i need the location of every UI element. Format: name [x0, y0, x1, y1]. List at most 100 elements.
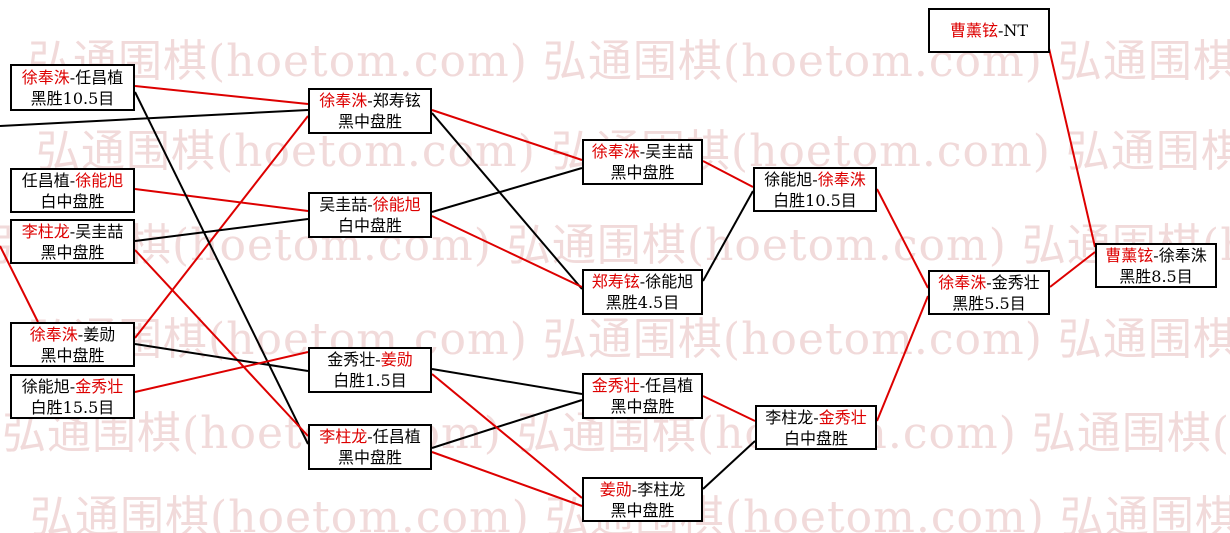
match-box-D1: 徐奉洙-吴圭喆黑中盘胜	[582, 139, 703, 185]
player-name: 徐能旭	[75, 170, 124, 190]
player-name: 李柱龙	[319, 427, 368, 446]
bracket-connector	[134, 249, 309, 437]
bracket-connector	[431, 109, 583, 161]
player-name: 吴圭喆	[645, 142, 694, 161]
bracket-connector	[431, 112, 583, 290]
match-box-C2: 吴圭喆-徐能旭白中盘胜	[308, 192, 432, 238]
match-players: 徐奉洙-姜勋	[30, 324, 115, 345]
player-separator: -	[367, 91, 373, 110]
player-name: 任昌植	[372, 427, 421, 446]
player-separator: -	[77, 324, 84, 344]
match-result: 白胜10.5目	[773, 190, 857, 210]
bracket-connector	[134, 218, 309, 242]
bracket-connector	[134, 343, 309, 372]
player-name: 姜勋	[599, 479, 632, 499]
match-players: 徐能旭-金秀壮	[22, 376, 123, 397]
player-separator: -	[813, 407, 819, 427]
match-result: 黑中盘胜	[610, 500, 675, 520]
match-box-G1: 曹薰铉-NT	[928, 8, 1050, 53]
player-separator: -	[812, 169, 818, 189]
match-box-D2: 郑寿铉-徐能旭黑胜4.5目	[582, 269, 703, 315]
bracket-connector	[702, 190, 754, 282]
match-box-B4: 徐奉洙-姜勋黑中盘胜	[10, 322, 135, 367]
match-players: 徐奉洙-吴圭喆	[592, 141, 693, 162]
bracket-connector	[0, 109, 309, 127]
match-box-B1: 徐奉洙-任昌植黑胜10.5目	[10, 64, 135, 111]
player-name: 徐能旭	[645, 272, 694, 291]
player-separator: -	[375, 350, 381, 369]
match-result: 黑中盘胜	[610, 397, 675, 416]
player-name: 曹薰铉	[1105, 245, 1154, 265]
match-players: 金秀壮-任昌植	[592, 375, 693, 396]
bracket-connector	[702, 440, 756, 490]
player-name: 金秀壮	[818, 407, 867, 427]
match-result: 黑中盘胜	[40, 345, 105, 365]
player-separator: -	[639, 142, 646, 161]
player-name: 金秀壮	[327, 350, 376, 369]
match-box-H1: 曹薰铉-徐奉洙黑胜8.5目	[1095, 243, 1217, 288]
bracket-connector	[0, 245, 39, 323]
player-separator: -	[631, 479, 638, 499]
match-box-C4: 李柱龙-任昌植黑中盘胜	[308, 424, 432, 470]
match-players: 李柱龙-吴圭喆	[22, 221, 123, 242]
match-result: 黑胜5.5目	[952, 293, 1026, 313]
match-result: 黑胜10.5目	[30, 88, 115, 108]
bracket-connector	[431, 451, 583, 507]
match-players: 徐奉洙-任昌植	[22, 67, 123, 88]
player-name: 郑寿铉	[591, 272, 640, 291]
match-result: 黑胜8.5目	[1119, 266, 1193, 286]
bracket-connector	[431, 368, 583, 395]
match-result: 黑中盘胜	[337, 112, 402, 131]
match-players: 曹薰铉-徐奉洙	[1105, 245, 1206, 266]
player-name: 金秀壮	[591, 376, 640, 395]
bracket-connector	[876, 188, 929, 289]
player-name: 郑寿铉	[372, 91, 421, 110]
bracket-connector	[431, 399, 583, 449]
match-players: 徐奉洙-金秀壮	[938, 272, 1039, 293]
player-name: 徐能旭	[372, 195, 421, 214]
match-box-E2: 李柱龙-金秀壮白中盘胜	[755, 405, 877, 450]
bracket-connector	[134, 85, 309, 105]
bracket-connector	[1049, 251, 1096, 288]
bracket-connector	[702, 395, 756, 422]
player-name: 徐奉洙	[21, 67, 70, 87]
player-name: 徐奉洙	[319, 91, 368, 110]
match-box-B5: 徐能旭-金秀壮白胜15.5目	[10, 374, 135, 419]
match-box-E1: 徐能旭-徐奉洙白胜10.5目	[753, 167, 877, 212]
player-name: 徐能旭	[764, 169, 813, 189]
bracket-connector	[431, 215, 583, 288]
bracket-connector	[134, 188, 309, 212]
player-name: 吴圭喆	[75, 221, 124, 241]
bracket-connector	[134, 91, 309, 445]
player-separator: -	[69, 376, 76, 396]
bracket-connector	[134, 351, 309, 393]
match-box-D4: 姜勋-李柱龙黑中盘胜	[582, 477, 703, 522]
match-players: 郑寿铉-徐能旭	[592, 271, 693, 292]
player-name: 金秀壮	[991, 272, 1040, 292]
match-box-D3: 金秀壮-任昌植黑中盘胜	[582, 373, 703, 419]
player-name: 徐奉洙	[938, 272, 987, 292]
match-result: 白中盘胜	[40, 191, 105, 211]
player-name: NT	[1003, 21, 1029, 40]
match-box-C3: 金秀壮-姜勋白胜1.5目	[308, 347, 432, 393]
player-separator: -	[69, 221, 76, 241]
player-name: 徐奉洙	[817, 169, 866, 189]
match-result: 黑胜4.5目	[605, 293, 680, 312]
player-name: 李柱龙	[637, 479, 686, 499]
player-name: 徐能旭	[21, 376, 70, 396]
match-result: 黑中盘胜	[40, 242, 105, 262]
player-name: 李柱龙	[765, 407, 814, 427]
match-box-C1: 徐奉洙-郑寿铉黑中盘胜	[308, 88, 432, 134]
player-name: 任昌植	[21, 170, 70, 190]
match-result: 白中盘胜	[783, 428, 848, 448]
match-result: 白胜15.5目	[30, 397, 115, 417]
match-players: 李柱龙-金秀壮	[765, 407, 866, 428]
bracket-connector	[134, 115, 309, 339]
player-separator: -	[639, 376, 646, 395]
player-name: 徐奉洙	[1158, 245, 1207, 265]
player-name: 曹薰铉	[949, 21, 998, 40]
bracket-connector	[876, 295, 929, 422]
player-name: 姜勋	[83, 324, 116, 344]
